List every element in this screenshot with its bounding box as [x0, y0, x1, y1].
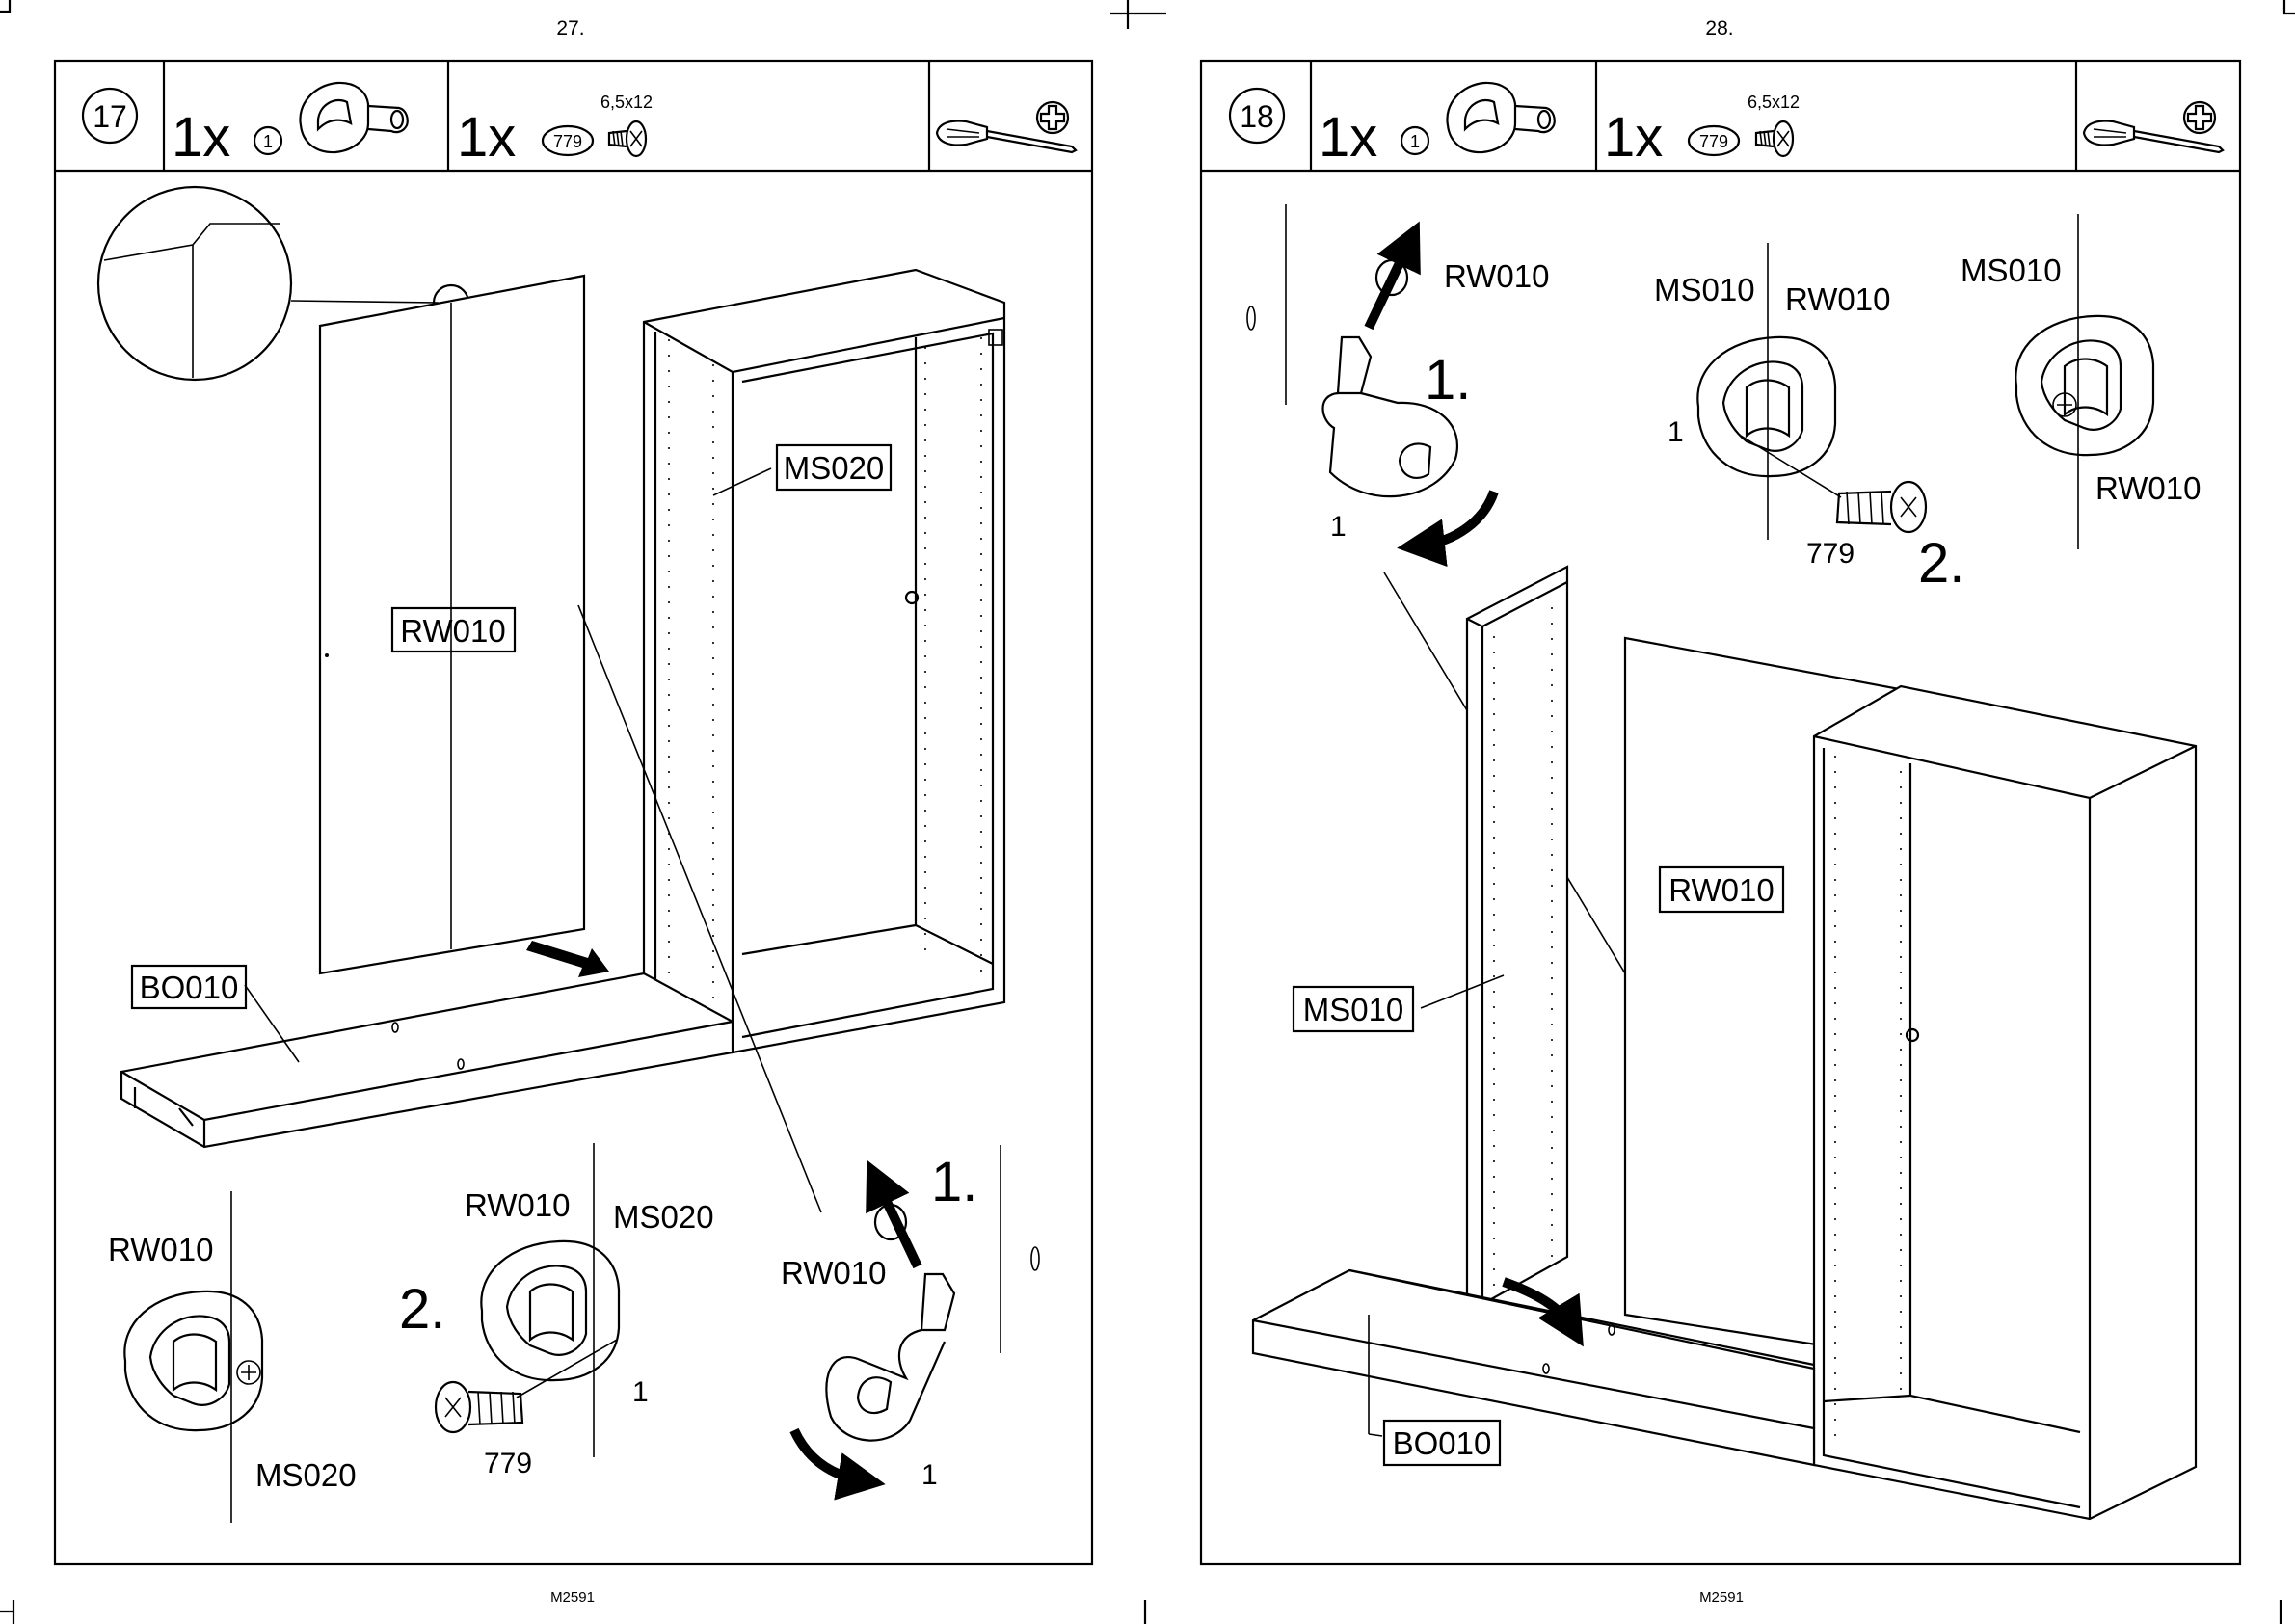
- right-page: 28. 18 1x 1 1x 779 6,5x12 RW010 1. 1: [1201, 17, 2240, 1606]
- d2-ms020: MS020: [613, 1199, 714, 1235]
- step-number: 18: [1240, 99, 1274, 134]
- screwdriver-icon: [2084, 121, 2223, 153]
- detail-2-screw: [1837, 482, 1926, 532]
- label-rw010: RW010: [400, 613, 505, 649]
- cam-fitting-detail-3: [2015, 316, 2153, 455]
- left-page: 27. 17 1x 1 1x 779 6,5x12 RW010: [55, 17, 1092, 1606]
- wardrobe-carcass: [644, 270, 1004, 1052]
- d2-ms010: MS010: [1654, 272, 1755, 307]
- d3-rw010: RW010: [781, 1255, 886, 1291]
- d1-part1: 1: [1330, 511, 1347, 543]
- page-number: 27.: [556, 17, 584, 40]
- rotate-arrow: [794, 1430, 862, 1480]
- d1-ms020: MS020: [255, 1457, 357, 1493]
- screw-icon: [1756, 121, 1793, 156]
- d2-rw010: RW010: [1785, 281, 1890, 317]
- detail-magnifier: [98, 187, 291, 380]
- footer-code: M2591: [1699, 1589, 1744, 1606]
- cam-fitting-detail-1: [124, 1291, 262, 1430]
- d1-rw010: RW010: [108, 1232, 213, 1267]
- push-arrow: [526, 941, 609, 977]
- cam-lock-fitting-icon: [300, 83, 407, 152]
- cam-fitting-detail-3: [826, 1205, 954, 1441]
- lift-arrow: [1369, 243, 1409, 328]
- d3-step: 1.: [931, 1151, 977, 1213]
- part2-code: 779: [553, 132, 582, 151]
- page-number: 28.: [1705, 17, 1733, 40]
- d1-rw010: RW010: [1444, 258, 1549, 294]
- label-ms020: MS020: [784, 450, 885, 486]
- cam-fitting-detail-2: [481, 1241, 619, 1380]
- screwdriver-icon: [937, 121, 1076, 153]
- cam-fitting-detail-2: [1697, 337, 1835, 476]
- phillips-head-icon: [2184, 102, 2215, 133]
- step-number: 17: [93, 99, 127, 134]
- side-panel-ms010: [1467, 567, 1567, 1313]
- d2-screw: 779: [484, 1448, 532, 1479]
- d3-ms010: MS010: [1961, 253, 2062, 288]
- part1-qty: 1x: [1319, 106, 1377, 169]
- footer-code: M2591: [550, 1589, 595, 1606]
- label-bo010: BO010: [140, 970, 239, 1005]
- phillips-head-icon: [1037, 102, 1068, 133]
- label-bo010: BO010: [1393, 1425, 1492, 1461]
- rotate-arrow: [1421, 492, 1494, 546]
- part2-size: 6,5x12: [600, 93, 653, 112]
- d1-step: 1.: [1425, 349, 1471, 412]
- part2-size: 6,5x12: [1748, 93, 1800, 112]
- lift-arrow: [877, 1182, 918, 1266]
- label-rw010: RW010: [1668, 872, 1774, 908]
- screw-icon: [609, 121, 646, 156]
- part2-qty: 1x: [1604, 106, 1663, 169]
- detail-2-screw: [436, 1382, 522, 1432]
- d2-screw: 779: [1806, 538, 1855, 570]
- d2-rw010: RW010: [465, 1187, 570, 1223]
- part2-qty: 1x: [457, 106, 516, 169]
- part1-code: 1: [263, 132, 273, 151]
- screw-head-icon: [237, 1361, 260, 1384]
- cam-lock-fitting-icon: [1447, 83, 1554, 152]
- d3-part1: 1: [921, 1459, 938, 1491]
- part2-code: 779: [1699, 132, 1728, 151]
- d2-step: 2.: [399, 1278, 445, 1341]
- wardrobe-carcass: [1814, 686, 2196, 1519]
- d2-step: 2.: [1918, 532, 1964, 595]
- label-ms010: MS010: [1303, 992, 1404, 1027]
- part1-code: 1: [1410, 132, 1420, 151]
- d2-part1: 1: [1668, 416, 1684, 448]
- d2-part1: 1: [632, 1376, 649, 1408]
- d3-rw010: RW010: [2095, 470, 2201, 506]
- part1-qty: 1x: [172, 106, 230, 169]
